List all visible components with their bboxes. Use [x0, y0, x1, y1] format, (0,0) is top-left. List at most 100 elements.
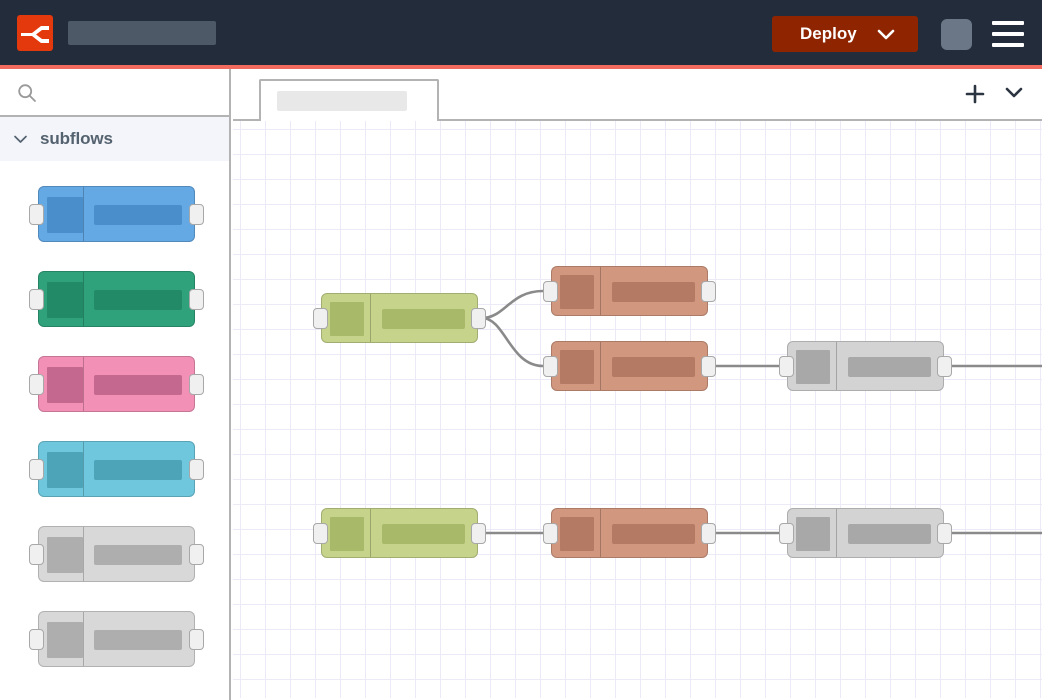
node-input-port[interactable] — [29, 289, 44, 310]
flow-workspace — [233, 69, 1042, 700]
node-input-port[interactable] — [779, 523, 794, 544]
node-divider — [600, 342, 601, 390]
node-red-logo-icon[interactable] — [17, 15, 53, 51]
node-input-port[interactable] — [29, 459, 44, 480]
node-output-port[interactable] — [937, 356, 952, 377]
node-output-port[interactable] — [701, 281, 716, 302]
node-output-port[interactable] — [471, 308, 486, 329]
node-icon — [47, 622, 83, 658]
node-label — [94, 630, 182, 650]
deploy-button-label: Deploy — [800, 24, 857, 43]
node-icon — [560, 275, 594, 309]
chevron-down-icon[interactable] — [1004, 85, 1024, 104]
node-label — [612, 357, 695, 377]
chevron-down-icon — [13, 134, 28, 144]
node-divider — [370, 294, 371, 342]
node-divider — [83, 527, 84, 581]
subflow-node-grey-1[interactable] — [29, 526, 204, 582]
subflow-node-grey-2[interactable] — [29, 611, 204, 667]
node-divider — [83, 272, 84, 326]
flow-tab-label — [277, 91, 407, 111]
hamburger-menu-icon[interactable] — [992, 21, 1024, 47]
flow-canvas[interactable] — [233, 121, 1042, 698]
wire-green1-to-salmon2 — [481, 316, 544, 368]
node-output-port[interactable] — [189, 629, 204, 650]
node-input-port[interactable] — [29, 374, 44, 395]
node-green-2[interactable] — [313, 508, 486, 558]
node-icon — [47, 452, 83, 488]
node-output-port[interactable] — [189, 544, 204, 565]
node-divider — [600, 267, 601, 315]
node-input-port[interactable] — [543, 523, 558, 544]
node-divider — [83, 187, 84, 241]
subflow-node-teal[interactable] — [29, 441, 204, 497]
node-divider — [83, 612, 84, 666]
node-grey-1[interactable] — [779, 341, 952, 391]
deploy-button[interactable]: Deploy — [772, 16, 918, 52]
node-label — [848, 524, 931, 544]
node-input-port[interactable] — [29, 544, 44, 565]
node-grey-2[interactable] — [779, 508, 952, 558]
app-header: Deploy — [0, 0, 1042, 65]
palette-item[interactable] — [0, 342, 229, 427]
node-label — [94, 460, 182, 480]
palette-item[interactable] — [0, 427, 229, 512]
node-divider — [83, 442, 84, 496]
node-label — [612, 282, 695, 302]
node-input-port[interactable] — [313, 523, 328, 544]
node-output-port[interactable] — [701, 523, 716, 544]
node-green-1[interactable] — [313, 293, 486, 343]
node-divider — [600, 509, 601, 557]
node-input-port[interactable] — [543, 356, 558, 377]
node-output-port[interactable] — [189, 374, 204, 395]
node-salmon-2[interactable] — [543, 341, 716, 391]
node-label — [94, 205, 182, 225]
user-square-icon[interactable] — [941, 19, 972, 50]
palette-item[interactable] — [0, 512, 229, 597]
node-icon — [796, 350, 830, 384]
node-divider — [836, 342, 837, 390]
node-output-port[interactable] — [189, 459, 204, 480]
palette-item[interactable] — [0, 257, 229, 342]
node-output-port[interactable] — [189, 289, 204, 310]
node-output-port[interactable] — [189, 204, 204, 225]
plus-icon[interactable] — [964, 83, 986, 110]
chevron-down-icon — [877, 28, 895, 40]
palette-item[interactable] — [0, 597, 229, 682]
node-label — [94, 375, 182, 395]
header-search-input[interactable] — [68, 21, 216, 45]
node-divider — [370, 509, 371, 557]
flow-wires — [481, 289, 1042, 535]
palette-node-list — [0, 161, 229, 682]
subflow-node-blue[interactable] — [29, 186, 204, 242]
node-output-port[interactable] — [701, 356, 716, 377]
palette-sidebar: subflows — [0, 69, 231, 700]
node-divider — [83, 357, 84, 411]
node-label — [612, 524, 695, 544]
node-output-port[interactable] — [471, 523, 486, 544]
palette-item[interactable] — [0, 172, 229, 257]
search-icon[interactable] — [17, 83, 37, 108]
palette-search-row[interactable] — [0, 69, 229, 117]
node-input-port[interactable] — [779, 356, 794, 377]
node-output-port[interactable] — [937, 523, 952, 544]
node-icon — [47, 197, 83, 233]
flow-tab-1[interactable] — [259, 79, 439, 121]
node-label — [94, 290, 182, 310]
header-accent-bar — [0, 65, 1042, 69]
node-input-port[interactable] — [313, 308, 328, 329]
node-icon — [47, 367, 83, 403]
node-icon — [330, 302, 364, 336]
palette-category-subflows[interactable]: subflows — [0, 117, 229, 161]
node-salmon-1[interactable] — [543, 266, 716, 316]
node-input-port[interactable] — [543, 281, 558, 302]
node-icon — [47, 537, 83, 573]
subflow-node-pink[interactable] — [29, 356, 204, 412]
node-input-port[interactable] — [29, 204, 44, 225]
palette-category-label: subflows — [40, 129, 113, 148]
subflow-node-green[interactable] — [29, 271, 204, 327]
node-icon — [796, 517, 830, 551]
node-salmon-3[interactable] — [543, 508, 716, 558]
node-input-port[interactable] — [29, 629, 44, 650]
